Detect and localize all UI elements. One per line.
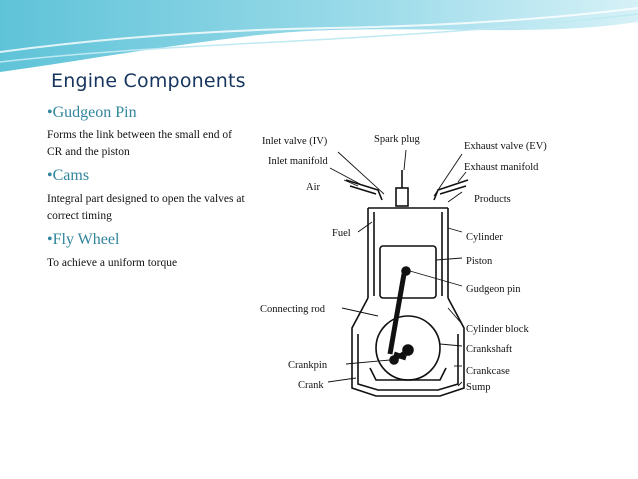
bullet-text-cams: Integral part designed to open the valve… [47,193,245,222]
engine-diagram: Inlet valve (IV) Spark plug Exhaust valv… [260,134,547,397]
bullet-heading-fly-wheel: •Fly Wheel [47,231,120,248]
engine-drawing [345,170,469,397]
label-cylinder: Cylinder [466,232,503,243]
label-connecting-rod: Connecting rod [260,304,326,315]
leader-lines [327,149,467,387]
label-inlet-manifold: Inlet manifold [268,156,329,167]
bullet-text-gudgeon-pin: Forms the link between the small end of … [47,129,232,158]
label-sump: Sump [466,382,491,393]
bullet-heading-gudgeon-pin: •Gudgeon Pin [47,104,137,121]
label-crankshaft: Crankshaft [466,344,512,355]
label-gudgeon-pin: Gudgeon pin [466,284,521,295]
label-products: Products [474,194,511,205]
label-crank: Crank [298,380,324,391]
header-wave-decoration [0,0,638,72]
label-piston: Piston [466,256,493,267]
label-inlet-valve: Inlet valve (IV) [262,136,328,147]
label-spark-plug: Spark plug [374,134,421,145]
slide-title: Engine Components [51,70,246,92]
bullet-text-fly-wheel: To achieve a uniform torque [47,257,178,269]
bullet-heading-cams: •Cams [47,167,90,184]
label-air: Air [306,182,321,193]
label-crankpin: Crankpin [288,360,328,371]
label-crankcase: Crankcase [466,366,510,377]
label-exhaust-manifold: Exhaust manifold [464,162,539,173]
label-fuel: Fuel [332,228,351,239]
label-exhaust-valve: Exhaust valve (EV) [464,141,547,152]
label-cylinder-block: Cylinder block [466,324,529,335]
